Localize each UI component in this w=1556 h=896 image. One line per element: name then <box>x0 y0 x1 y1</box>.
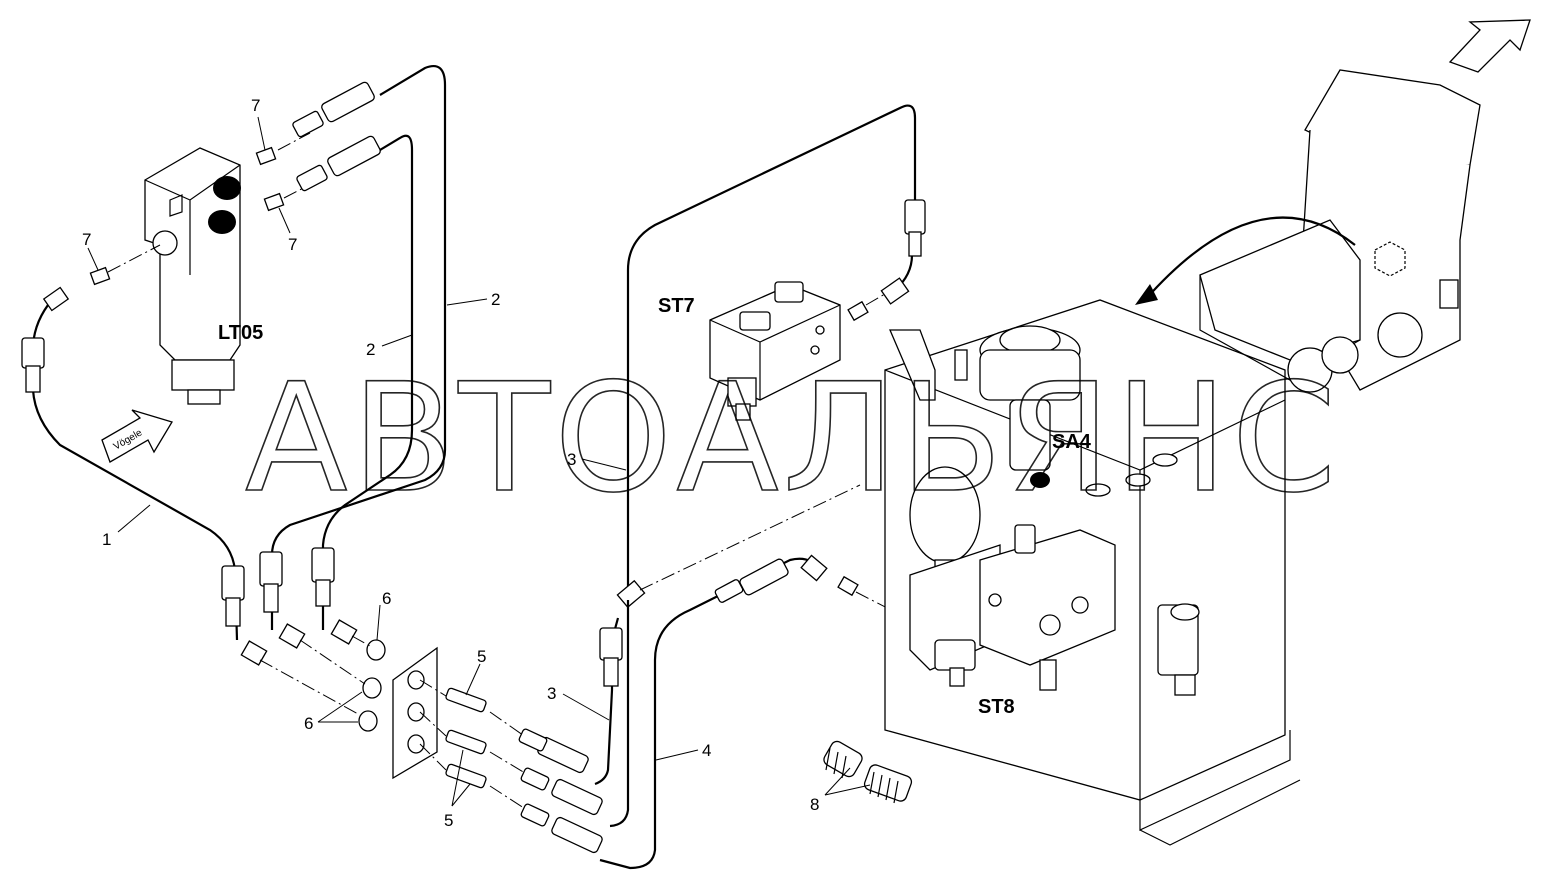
label-lt05: LT05 <box>218 322 263 344</box>
hose-4 <box>520 554 931 870</box>
hose-2-outer <box>259 64 447 649</box>
fittings-7 <box>89 132 316 286</box>
callout-3-upper: 3 <box>567 450 576 469</box>
filter-lt05 <box>144 147 241 405</box>
callout-2-outer: 2 <box>491 290 500 309</box>
bulkhead-plate <box>392 646 438 780</box>
callouts: 7 7 7 2 2 1 3 3 4 6 6 5 5 8 <box>82 96 871 830</box>
callout-6-upper: 6 <box>382 589 391 608</box>
nuts-6 <box>259 635 386 732</box>
callout-4: 4 <box>702 741 711 760</box>
callout-5-lower: 5 <box>444 811 453 830</box>
pump-sa4 <box>889 325 1081 488</box>
callout-7-top: 7 <box>251 96 260 115</box>
label-st7: ST7 <box>658 295 695 317</box>
callout-3-lower: 3 <box>547 684 556 703</box>
callout-6-lower: 6 <box>304 714 313 733</box>
callout-8: 8 <box>810 795 819 814</box>
dust-caps-8 <box>823 740 913 804</box>
valve-block-st8 <box>909 466 1116 691</box>
bulkhead-fittings-5 <box>419 679 531 813</box>
hose-3 <box>518 104 926 786</box>
valve-st7 <box>709 281 886 421</box>
watermark: АВТОАЛЬЯНС <box>245 352 1340 526</box>
paver-inset <box>1135 19 1531 393</box>
vogele-direction-arrow: Vögele <box>101 409 173 463</box>
callout-5-upper: 5 <box>477 647 486 666</box>
callout-2-inner: 2 <box>366 340 375 359</box>
label-st8: ST8 <box>978 696 1015 718</box>
hose-middle <box>520 600 630 828</box>
hose-2-inner <box>296 134 414 645</box>
label-sa4: SA4 <box>1052 431 1092 453</box>
hose-1 <box>21 286 268 666</box>
callout-1: 1 <box>102 530 111 549</box>
callout-7-left: 7 <box>82 230 91 249</box>
callout-7-mid: 7 <box>288 235 297 254</box>
